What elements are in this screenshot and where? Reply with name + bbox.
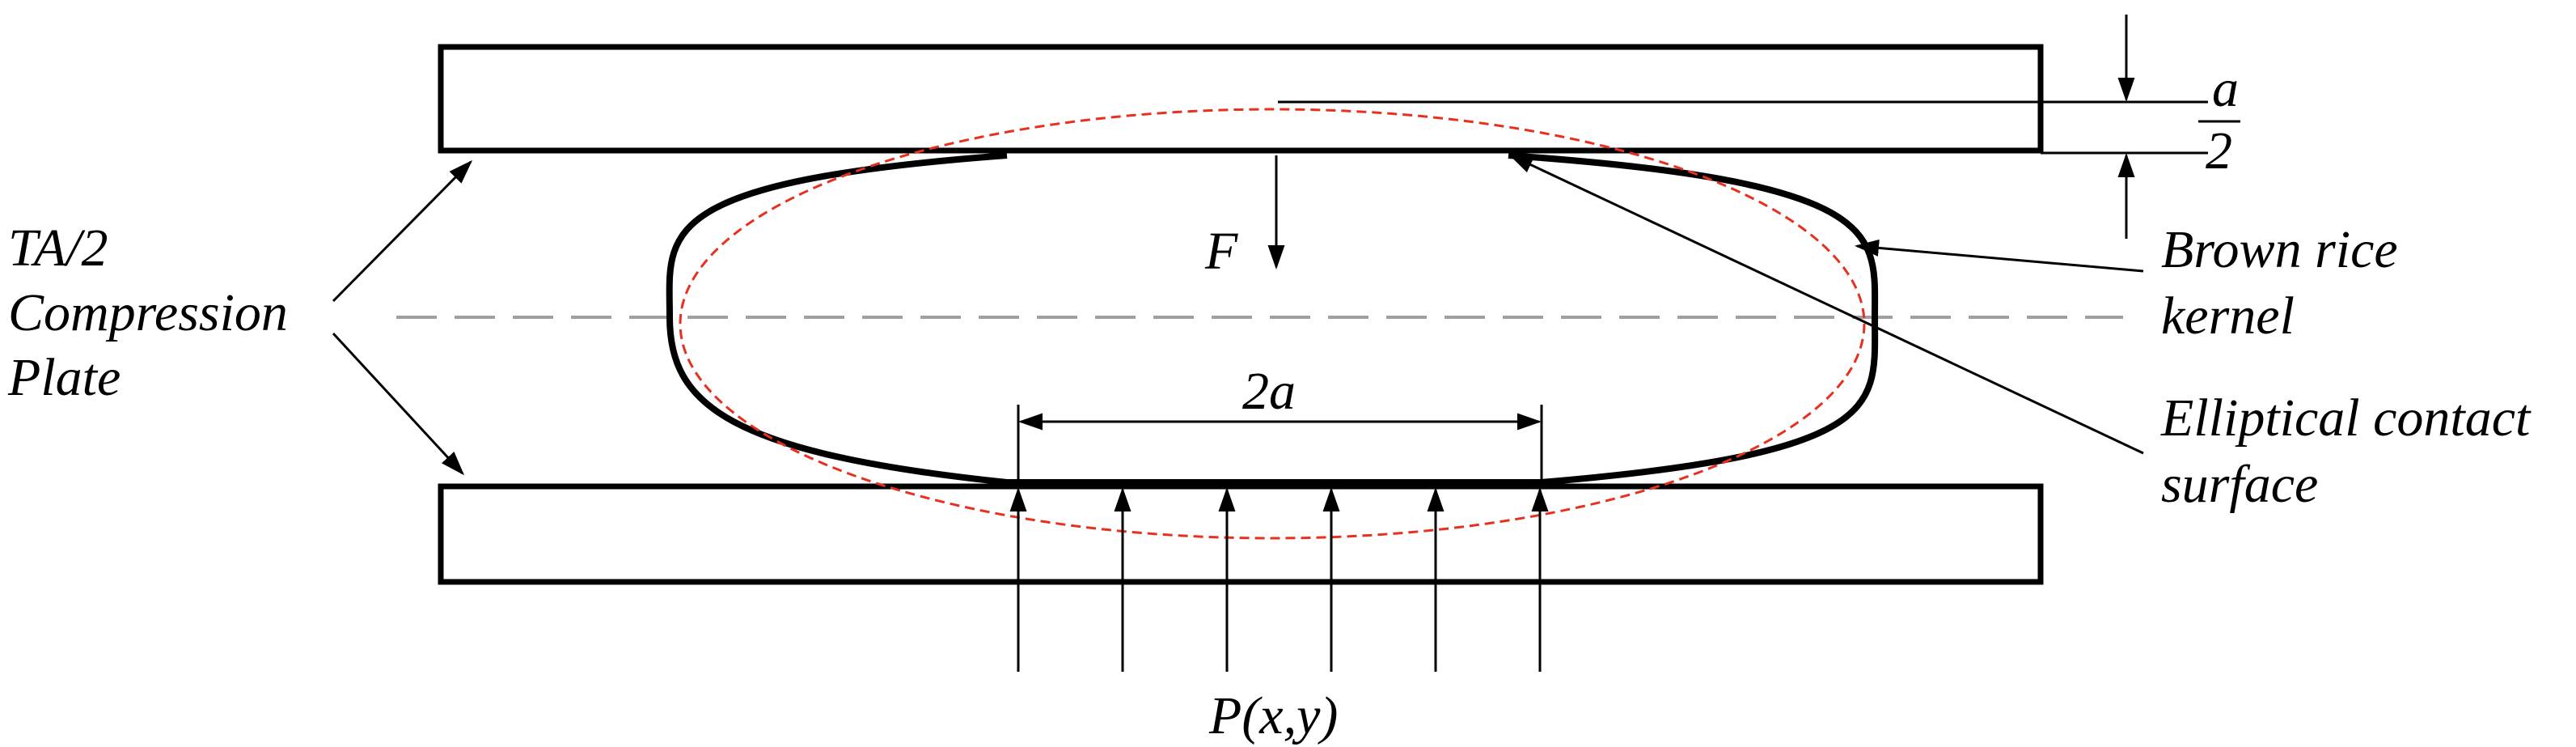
plate-label-line3: Plate [7,348,121,407]
kernel-label-line1: Brown rice [2161,220,2398,279]
contact-width-label: 2a [1242,362,1296,421]
contact-surface-leader [1508,154,2144,455]
force-label: F [1204,222,1238,281]
pressure-arrows [1009,487,1549,672]
kernel-leader [1855,239,2144,273]
pressure-label: P(x,y) [1208,686,1338,745]
deformation-denominator: 2 [2206,121,2232,180]
plate-leader-lower [332,332,465,476]
kernel-label-line2: kernel [2161,286,2295,346]
plate-label-line1: TA/2 [8,219,108,278]
contact-surface-label-line2: surface [2161,455,2318,514]
upper-compression-plate [438,44,2044,154]
contact-surface-label-line1: Elliptical contact [2160,388,2532,448]
plate-label-line2: Compression [8,283,288,342]
deformation-numerator: a [2212,59,2239,118]
lower-compression-plate [438,483,2044,585]
elliptical-contact-surface [679,108,1866,540]
plate-leader-upper [332,159,473,303]
